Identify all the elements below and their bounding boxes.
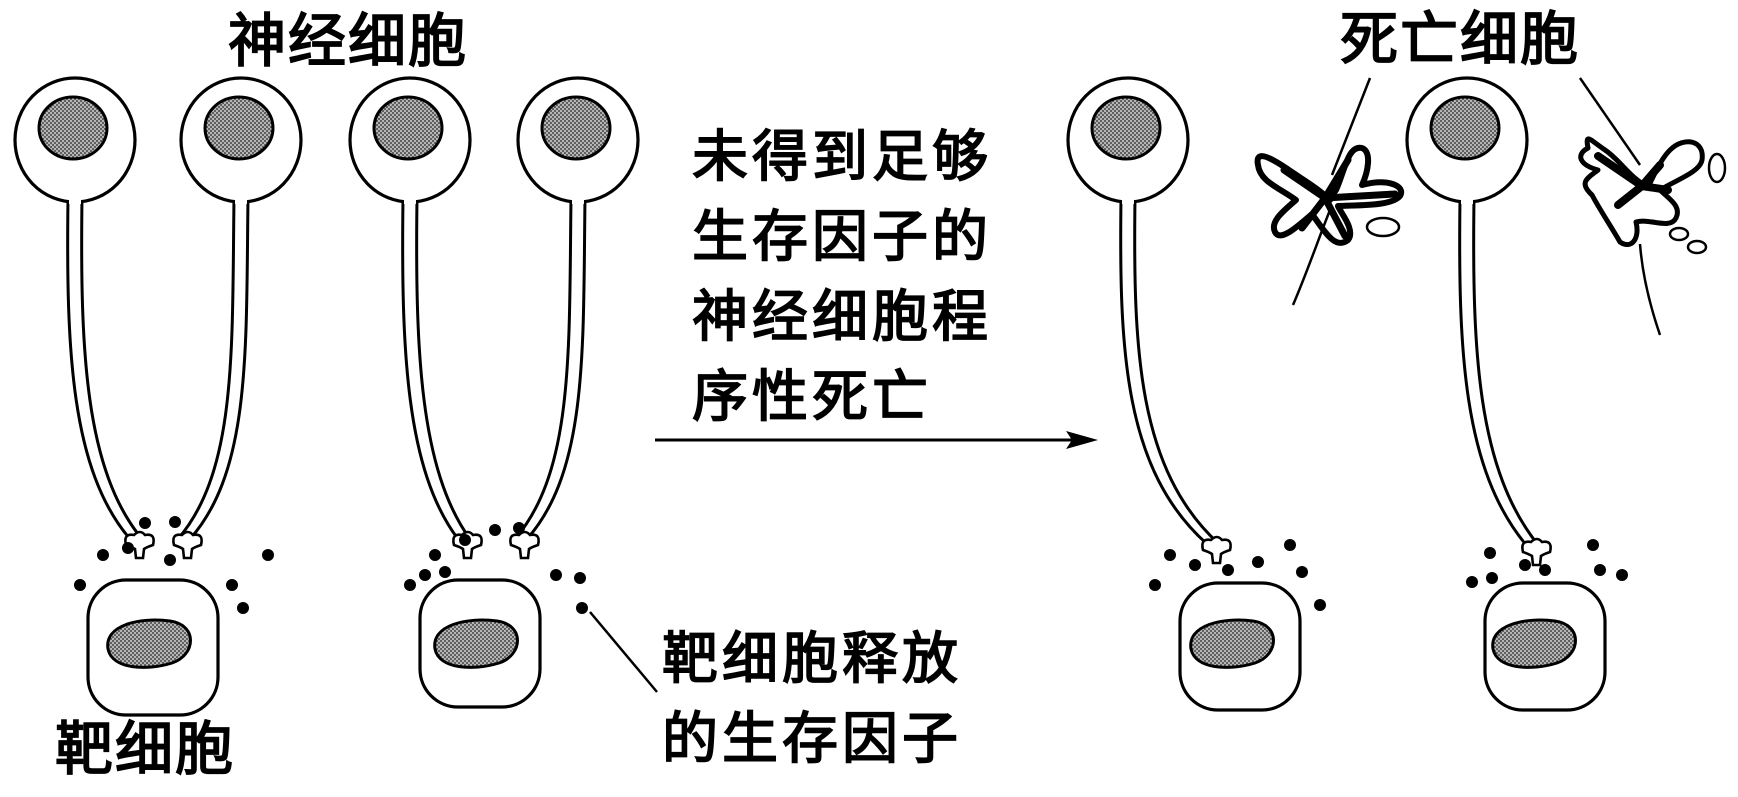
survival-factor-dot-22 [1222,564,1234,576]
survival-factor-leader [590,612,657,692]
survival-factor-dot-10 [489,524,501,536]
neuron-3-axon-right [417,198,470,539]
neuron-2-axon-left [178,198,234,539]
arrow-caption-line-1: 未得到足够 [692,130,992,186]
survival-factor-dot-15 [404,579,416,591]
survival-factor-dot-21 [1189,559,1201,571]
neuron-1-neck [69,194,81,204]
neuron-4-axon-left [515,198,571,539]
neuron-3-axon-left [403,198,458,539]
survival-factor-dot-25 [1296,566,1308,578]
neuron-4-nucleus [542,97,610,159]
neuron-1-axon-right [82,198,142,539]
survival-factor-dot-20 [1164,549,1176,561]
arrow-caption-line-2: 生存因子的 [692,210,992,266]
neuron-1-nucleus [39,97,107,159]
arrow-caption-line-4: 序性死亡 [692,370,932,426]
neuron-6-neck [1461,194,1473,204]
neuron-2-terminal [173,532,201,558]
survival-factor-dot-33 [1587,539,1599,551]
dead-cell-2-fragment-1 [1709,154,1725,182]
survival-factor-dot-29 [1466,576,1478,588]
survival-factor-dot-8 [226,579,238,591]
survival-factor-dot-14 [419,569,431,581]
survival-factor-dot-28 [1484,547,1496,559]
neuron-5-terminal [1202,537,1230,563]
survival-factor-dot-5 [164,554,176,566]
neuron-3-neck [404,194,416,204]
neuron-4-terminal [510,532,538,558]
neuron-3-nucleus [374,97,442,159]
neuron-5-nucleus [1092,97,1160,159]
neuron-2-axon-right [190,198,248,539]
survival-factor-dot-30 [1486,572,1498,584]
label-neuron: 神经细胞 [228,12,468,70]
survival-factor-dot-19 [576,602,588,614]
neuron-2-nucleus [205,97,273,159]
survival-factor-dot-35 [1616,569,1628,581]
survival-factor-dot-4 [97,549,109,561]
survival-factor-dot-6 [74,579,86,591]
survival-factor-dot-16 [439,566,451,578]
target-cell-2-nucleus [435,620,518,667]
neuron-6-axon-left [1460,198,1527,546]
target-cell-4-nucleus [1493,620,1576,667]
neuron-5-axon-right [1135,198,1219,544]
neuron-5-neck [1122,194,1134,204]
survival-factor-line-1: 靶细胞释放 [662,632,962,688]
survival-factor-dot-1 [139,517,151,529]
survival-factor-dot-3 [122,542,134,554]
neuron-2-neck [235,194,247,204]
survival-factor-dot-9 [237,602,249,614]
target-cell-3-nucleus [1191,620,1274,667]
survival-factors-group [74,516,1628,614]
label-target-cell: 靶细胞 [55,720,235,778]
survival-factor-dot-24 [1284,539,1296,551]
neuron-4-axon-right [527,198,585,539]
survival-factor-dot-17 [550,569,562,581]
survival-factor-dot-23 [1252,556,1264,568]
neurons-healthy-group [15,78,638,558]
survival-factor-line-2: 的生存因子 [662,712,962,768]
neurons-surviving-group [1068,78,1551,565]
neuron-6-axon-right [1474,198,1539,546]
dead-cell-1-fragment [1367,218,1399,236]
neuron-6-nucleus [1431,97,1499,159]
survival-factor-dot-18 [574,572,586,584]
neuron-4-neck [572,194,584,204]
target-cell-1-nucleus [108,620,191,667]
survival-factor-dot-27 [1314,599,1326,611]
neuron-1-axon-left [68,198,130,539]
survival-factor-dot-11 [513,522,525,534]
survival-factor-dot-13 [429,549,441,561]
arrow-caption-line-3: 神经细胞程 [692,290,992,346]
survival-factor-dot-26 [1149,579,1161,591]
dead-cell-2-process [1640,244,1660,335]
dead-cell-2-fragment-2 [1670,228,1688,240]
survival-factor-dot-7 [262,549,274,561]
dead-cell-2-fragment-3 [1688,241,1706,253]
survival-factor-dot-2 [169,516,181,528]
label-dead-cell: 死亡细胞 [1340,10,1580,68]
survival-factor-dot-31 [1519,559,1531,571]
survival-factor-dot-34 [1594,564,1606,576]
survival-factor-dot-12 [459,534,471,546]
